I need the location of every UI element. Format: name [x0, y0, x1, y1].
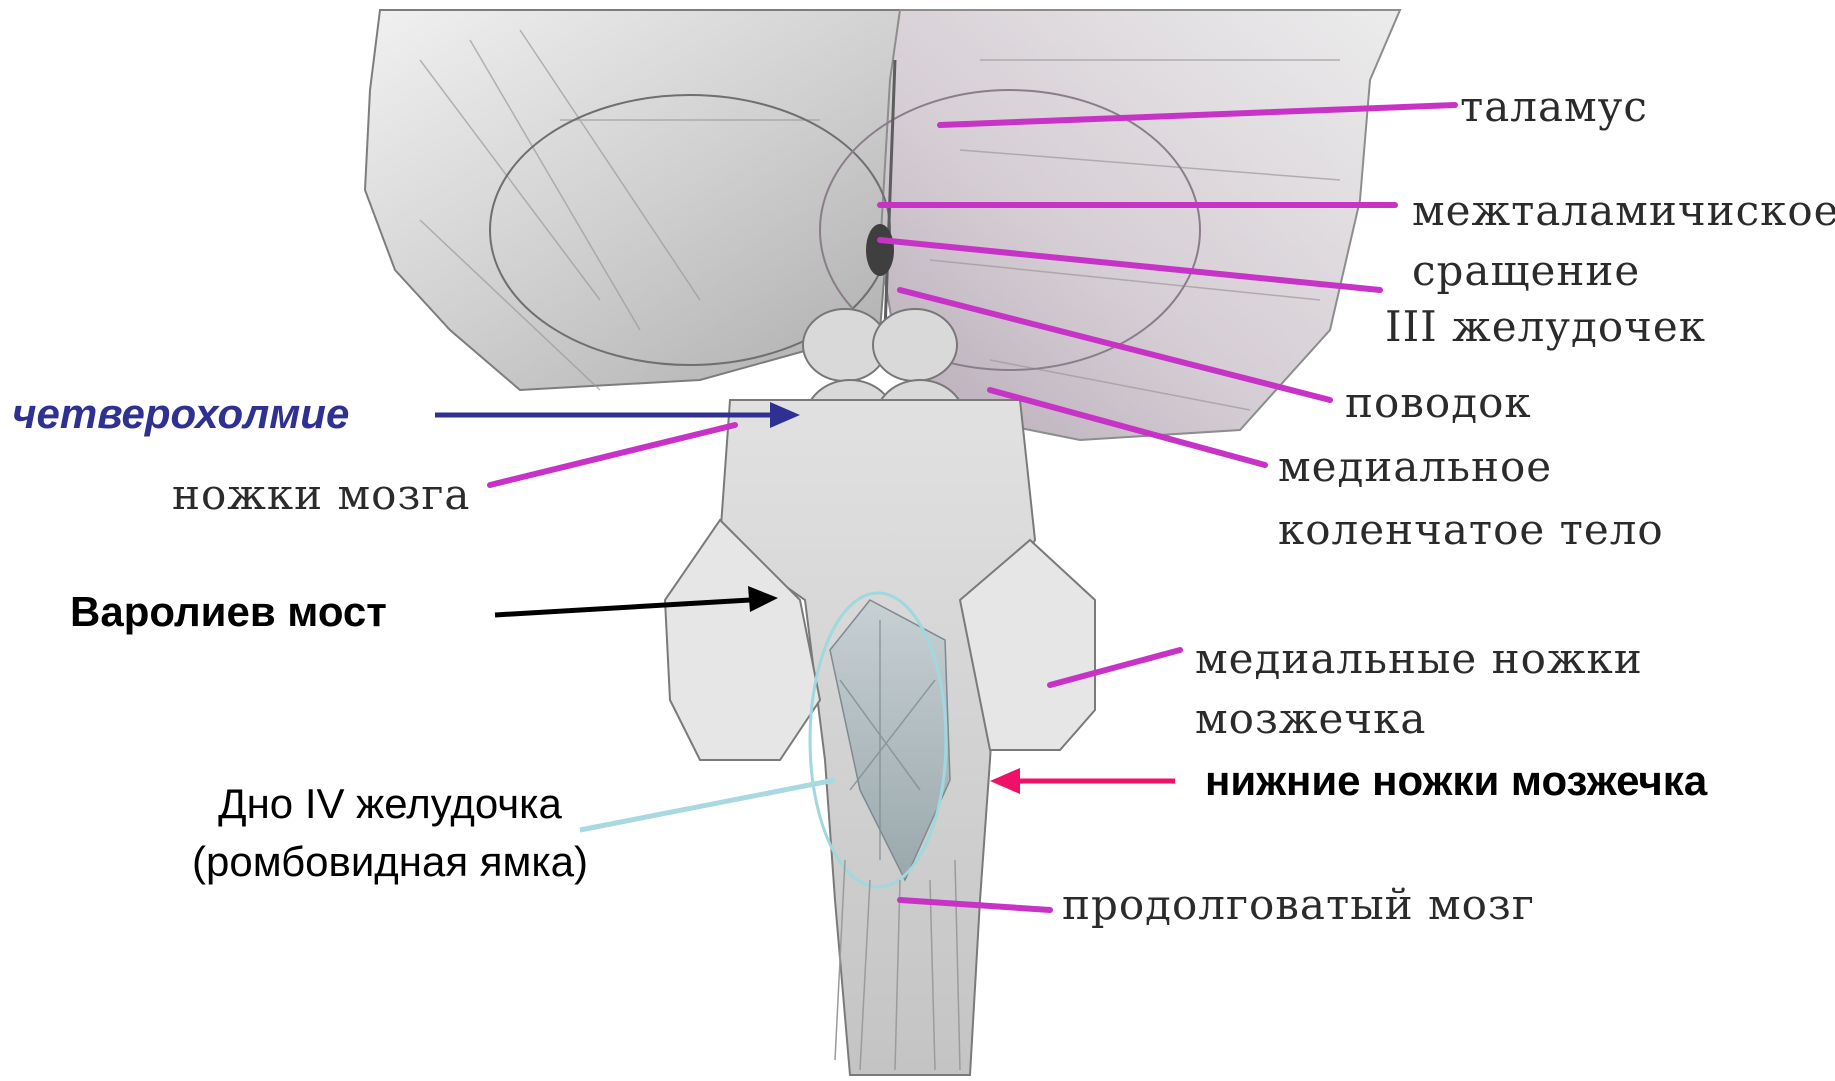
label-inferior-peduncles: нижние ножки мозжечка [1205, 757, 1707, 805]
arrowhead-inferior-peduncles [990, 768, 1020, 794]
label-quadrigemina: четверохолмие [12, 390, 349, 438]
label-middle-peduncles-line2: мозжечка [1195, 694, 1426, 743]
right-hemisphere [880, 10, 1400, 440]
label-interthalamic-line2: сращение [1412, 246, 1640, 295]
third-ventricle-shape [866, 224, 894, 276]
label-middle-peduncles-line1: медиальные ножки [1195, 634, 1643, 683]
label-fourth-ventricle-line2: (ромбовидная ямка) [145, 834, 635, 890]
label-medial-geniculate-line1: медиальное [1278, 442, 1552, 491]
label-habenula: поводок [1345, 378, 1532, 427]
label-third-ventricle: III желудочек [1385, 302, 1706, 351]
pointer-cerebral-peduncles [490, 425, 735, 485]
label-pons: Варолиев мост [70, 588, 387, 636]
label-cerebral-peduncles: ножки мозга [172, 470, 470, 519]
label-interthalamic-line1: межталамичиское [1412, 186, 1835, 235]
label-medulla: продолговатый мозг [1062, 880, 1535, 929]
label-fourth-ventricle-line1: Дно IV желудочка [145, 776, 635, 832]
label-medial-geniculate-line2: коленчатое тело [1278, 505, 1664, 554]
label-thalamus: таламус [1460, 82, 1648, 131]
